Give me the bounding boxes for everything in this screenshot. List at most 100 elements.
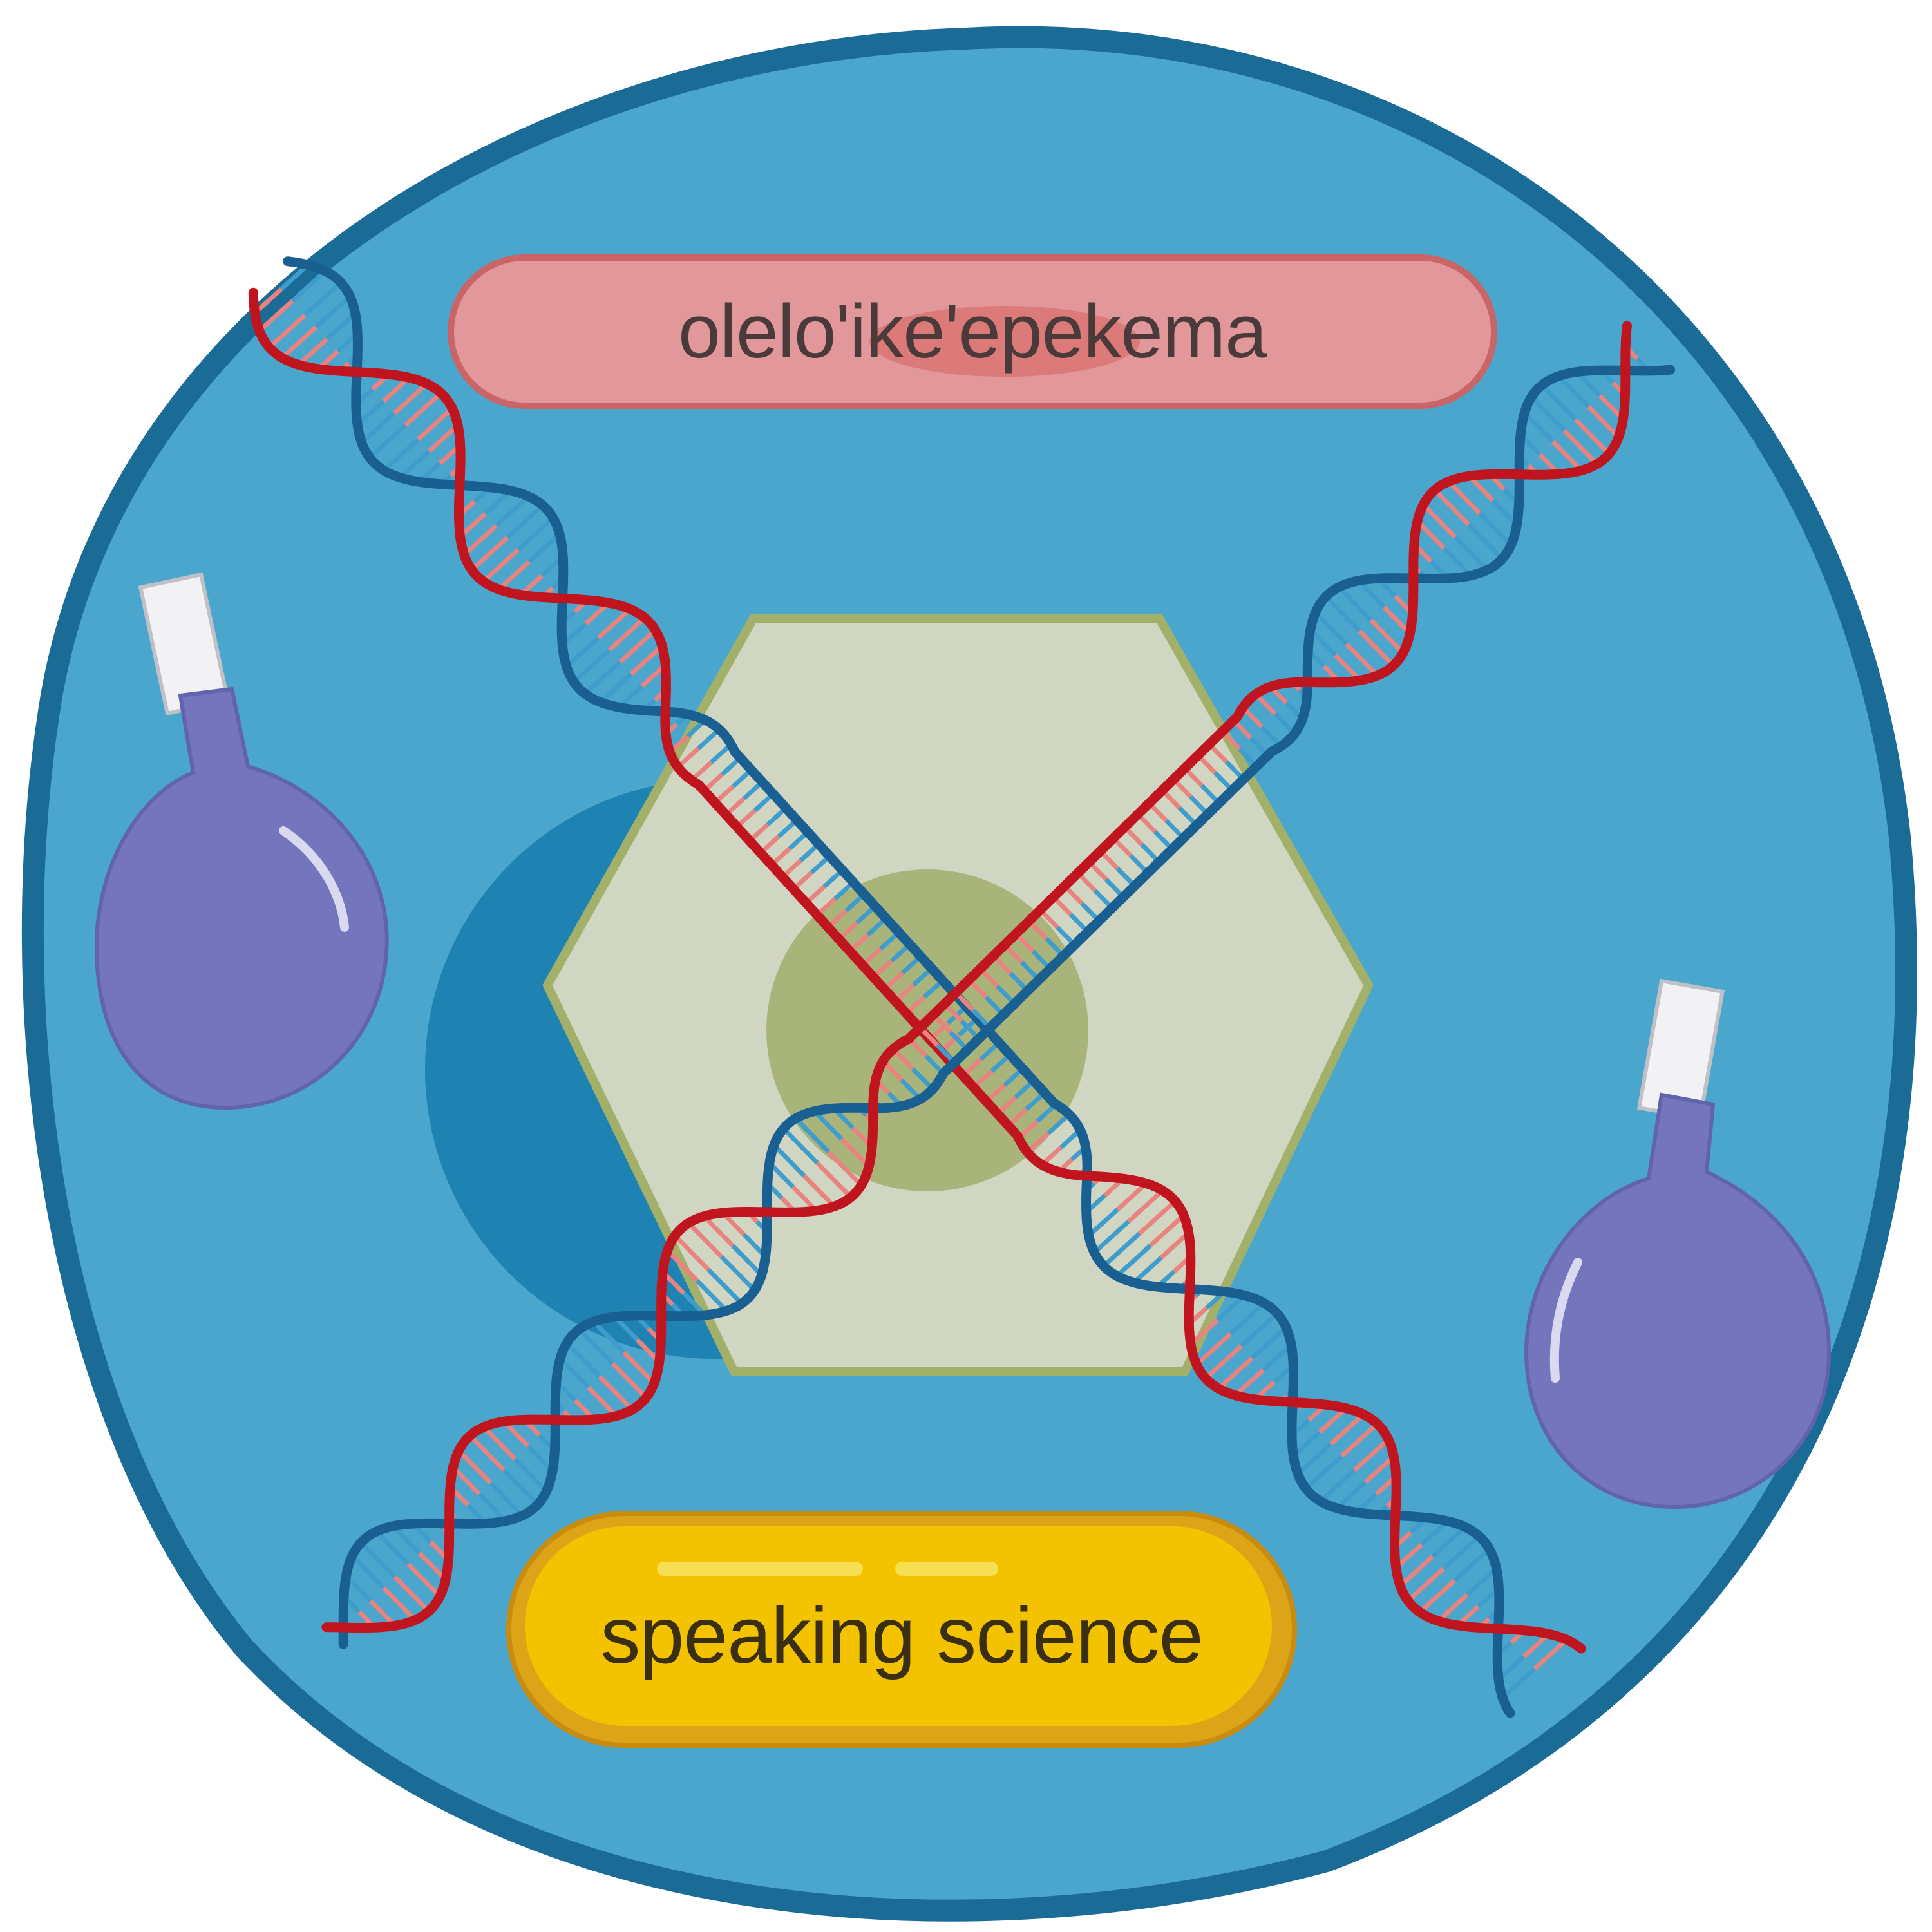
dna-base-pair xyxy=(687,1221,723,1258)
dna-base-pair xyxy=(416,406,454,441)
dna-base-pair xyxy=(253,287,283,315)
dna-base-pair xyxy=(1416,519,1446,550)
dna-base-pair xyxy=(391,1524,421,1555)
dna-base-pair xyxy=(1126,1189,1164,1224)
dna-backbone xyxy=(321,321,1632,1633)
dna-base-pair xyxy=(489,1481,524,1517)
dna-base-pair xyxy=(572,648,611,684)
dna-base-pair xyxy=(314,294,352,329)
dna-base-pair xyxy=(279,263,310,291)
dna-base-pair xyxy=(280,325,318,360)
dna-base-pair xyxy=(1229,1301,1266,1336)
dna-base-pair xyxy=(586,1385,618,1418)
dna-base-pair xyxy=(1132,1256,1163,1285)
dna-base-pair xyxy=(1318,1468,1356,1503)
dna-base-pair xyxy=(1358,629,1396,667)
dna-base-pair xyxy=(772,1143,806,1178)
yellow-organelle-highlight xyxy=(657,1562,863,1576)
dna-base-pair xyxy=(1296,1442,1332,1476)
yellow-organelle-inner xyxy=(525,1526,1272,1726)
dna-base-pair xyxy=(462,524,498,557)
dna-base-pair xyxy=(497,560,531,591)
dna-base-pair xyxy=(695,1279,728,1312)
dna-base-pair xyxy=(1304,1454,1343,1491)
dna-base-pair xyxy=(1418,1578,1456,1614)
dna-base-pair xyxy=(1335,1481,1367,1510)
dna-base-pair xyxy=(1314,611,1349,646)
dna-base-pair xyxy=(482,547,520,583)
dna-base-pair xyxy=(1318,1406,1348,1434)
dna-base-pair xyxy=(815,1161,853,1199)
dna-base-pair xyxy=(622,1350,656,1385)
dna-base-pair xyxy=(1262,1343,1293,1372)
dna-base-pair xyxy=(393,1575,431,1613)
dna-base-pair xyxy=(1148,1213,1186,1247)
dna-base-pair xyxy=(398,450,431,480)
dna-base-pair xyxy=(1466,1566,1498,1596)
dna-base-pair xyxy=(618,628,657,664)
dna-base-pair xyxy=(1217,1356,1254,1390)
dna-base-pair xyxy=(1363,1454,1396,1484)
dna-base-pair xyxy=(267,313,307,350)
flask-shine xyxy=(279,826,349,932)
dna-base-pair xyxy=(417,1551,448,1582)
dna-base-pair xyxy=(502,1468,540,1506)
dna-base-pair xyxy=(477,1492,507,1523)
dna-base-pair xyxy=(368,423,407,460)
dna-base-pair xyxy=(527,532,562,564)
dna-base-pair xyxy=(1406,1567,1445,1603)
dna-base-pair xyxy=(1115,1182,1148,1211)
dna-base-pair xyxy=(565,1341,601,1378)
dna-base-pair xyxy=(1292,1430,1321,1458)
dna-base-pair xyxy=(1329,1412,1365,1446)
dna-base-pair xyxy=(611,1361,648,1399)
dna-base-pair xyxy=(1356,579,1386,609)
dna-helix-icon xyxy=(321,321,1675,1649)
dna-backbone xyxy=(283,256,1515,1718)
dna-base-pair xyxy=(1195,1332,1233,1367)
dna-base-pair xyxy=(813,1110,844,1141)
dna-base-pair xyxy=(1233,1368,1265,1397)
dna-base-pair xyxy=(583,660,622,696)
organelle-icon xyxy=(448,254,1497,409)
dna-base-pair xyxy=(1433,488,1470,526)
flask-shine xyxy=(1549,1258,1582,1383)
dna-base-pair xyxy=(1216,1293,1247,1322)
dna-base-pair xyxy=(702,1215,735,1247)
flask-liquid xyxy=(94,687,389,1110)
dna-base-pair xyxy=(731,1244,764,1277)
dna-base-pair xyxy=(1204,1344,1243,1380)
dna-base-pair xyxy=(1369,618,1405,655)
dna-base-pair xyxy=(350,1554,386,1590)
dna-base-pair xyxy=(1324,595,1361,633)
dna-base-pair xyxy=(457,1449,493,1485)
dna-base-pair xyxy=(706,1267,744,1305)
dna-base-pair xyxy=(565,636,600,668)
dna-base-pair xyxy=(1340,1422,1379,1458)
dna-base-pair xyxy=(1573,417,1611,456)
dna-base-pair xyxy=(598,1374,634,1412)
dna-base-pair xyxy=(1453,1547,1491,1582)
dna-base-pair xyxy=(516,516,555,552)
dna-base-pair xyxy=(1087,1208,1119,1238)
dna-base-pair xyxy=(1352,1437,1390,1472)
dna-base-pair xyxy=(1398,1555,1434,1588)
dna-base-pair xyxy=(495,495,531,527)
dna-base-pair xyxy=(1442,1534,1481,1571)
dna-base-pair xyxy=(719,1255,757,1293)
dna-base-pair xyxy=(513,1457,549,1493)
dna-base-pair xyxy=(258,299,294,333)
dna-base-pair xyxy=(1557,374,1591,408)
dna-base-pair xyxy=(1137,1199,1177,1236)
dna-base-pair xyxy=(1382,605,1412,636)
dna-base-pair xyxy=(1337,585,1373,622)
dna-base-pair xyxy=(840,1137,871,1169)
dna-base-pair xyxy=(359,1540,397,1579)
dna-base-pair xyxy=(1530,395,1566,433)
dna-base-pair xyxy=(427,423,460,453)
dna-base-pair xyxy=(1421,503,1457,539)
dna-base-pair xyxy=(1115,1244,1152,1278)
dna-base-pair xyxy=(1454,535,1490,572)
dna-base-pair xyxy=(468,1434,506,1472)
dna-base-pair xyxy=(794,1117,830,1154)
